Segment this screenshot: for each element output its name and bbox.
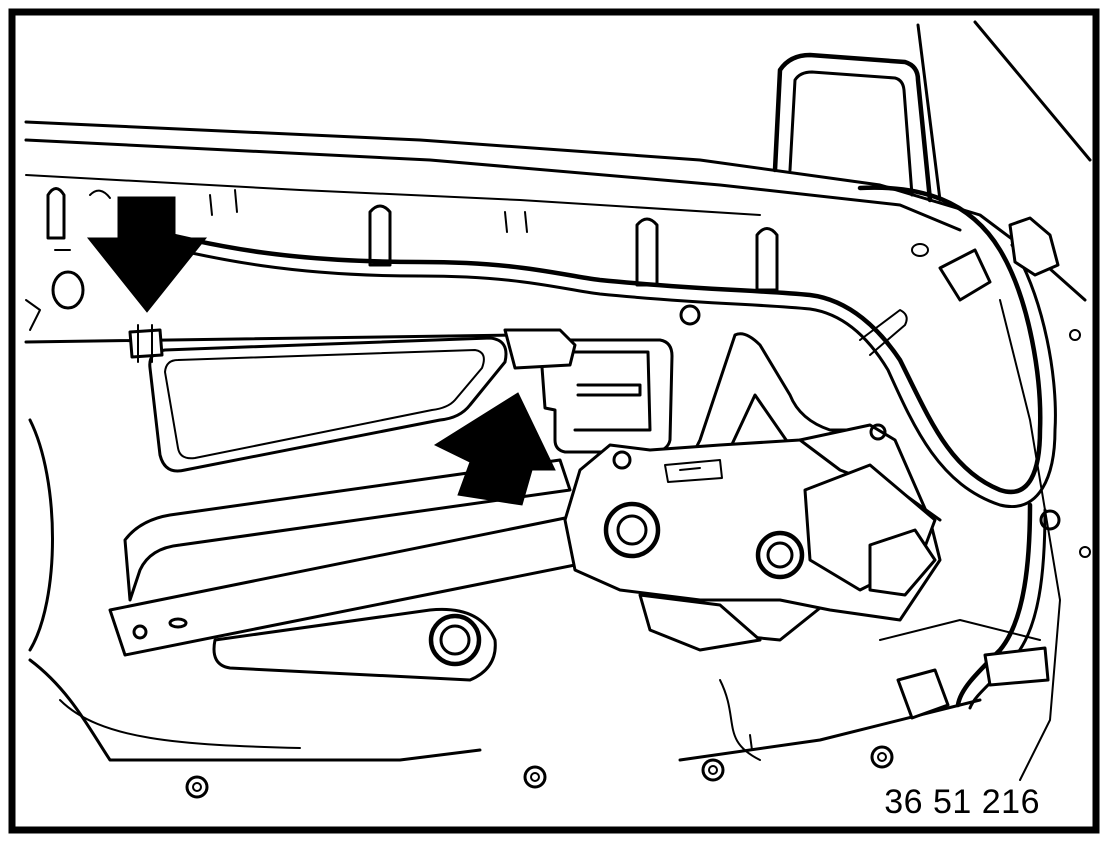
regulator-motor: [563, 423, 942, 652]
latch-bracket: [503, 328, 674, 454]
mounting-studs: [46, 187, 779, 292]
regulator-arm: [108, 458, 602, 682]
arrow-down-icon: [86, 196, 208, 313]
window-frame-bracket: [772, 52, 933, 203]
body-holes: [51, 243, 1091, 558]
figure-frame: [8, 8, 1100, 834]
cable-harness: [117, 185, 1060, 720]
bottom-fasteners: [185, 734, 894, 799]
pull-rod: [24, 324, 522, 363]
arrow-up-icon: [433, 392, 556, 506]
figure-reference-number: 36 51 216: [884, 783, 1040, 821]
